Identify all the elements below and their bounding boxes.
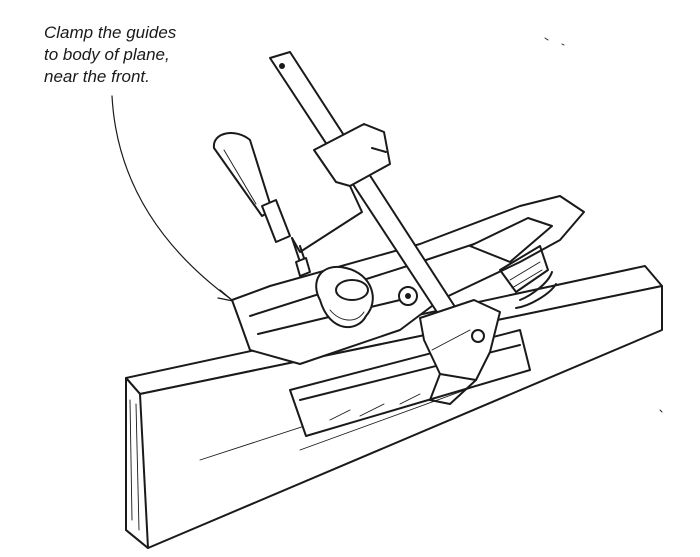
- hand-plane: [212, 132, 585, 365]
- callout-text: Clamp the guides to body of plane, near …: [44, 22, 264, 88]
- callout-line-1: Clamp the guides: [44, 23, 177, 42]
- callout-line-2: to body of plane,: [44, 45, 170, 64]
- bar-clamp: [269, 51, 501, 405]
- leader-arrow: [111, 95, 234, 302]
- speckle-marks: [544, 37, 663, 413]
- callout-line-3: near the front.: [44, 67, 150, 86]
